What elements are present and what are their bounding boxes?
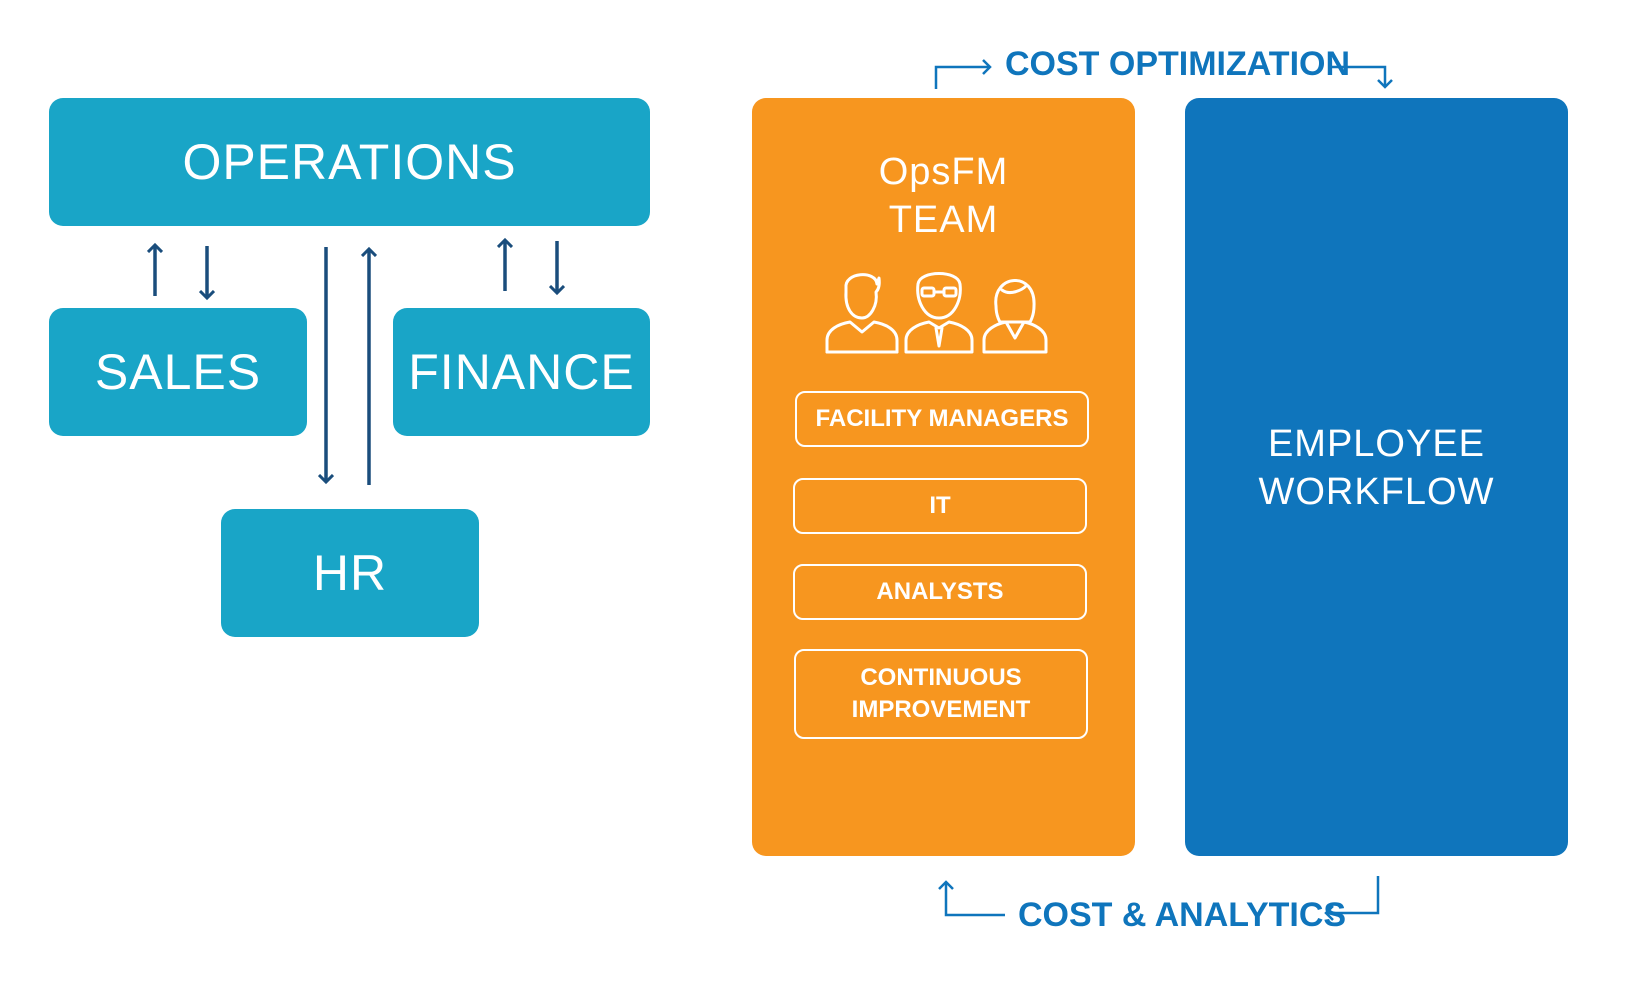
facility-managers-label: FACILITY MANAGERS [815,405,1069,432]
it-pill: IT [793,478,1087,534]
operations-label: OPERATIONS [182,134,517,190]
improvement-label: IMPROVEMENT [851,696,1031,723]
analysts-label: ANALYSTS [876,578,1004,605]
continuous-improvement-pill: CONTINUOUS IMPROVEMENT [794,649,1088,739]
workflow-title: EMPLOYEE WORKFLOW [1185,420,1568,516]
analysts-pill: ANALYSTS [793,564,1087,620]
employee-workflow-panel: EMPLOYEE WORKFLOW [1185,98,1568,856]
team-people-icons [825,272,1048,354]
cost-optimization-right-arrow [1332,65,1393,89]
team-title: OpsFM TEAM [752,148,1135,244]
finance-box: FINANCE [393,308,650,436]
continuous-label: CONTINUOUS [860,664,1022,691]
man-icon [825,273,899,354]
cost-optimization-left-arrow [934,59,992,89]
hr-label: HR [312,545,388,601]
cost-analytics-label: COST & ANALYTICS [1018,896,1347,934]
team-title-line2: TEAM [888,199,999,241]
cost-optimization-label: COST OPTIMIZATION [1005,45,1351,83]
it-label: IT [929,492,951,519]
cost-analytics-right-arrow [1324,876,1380,921]
sales-label: SALES [94,344,262,400]
hr-box: HR [221,509,479,637]
facility-managers-pill: FACILITY MANAGERS [795,391,1089,447]
opsfm-team-panel: OpsFM TEAM FACILITY [752,98,1135,856]
woman-icon [982,279,1048,354]
workflow-line2: WORKFLOW [1258,471,1495,513]
workflow-line1: EMPLOYEE [1267,423,1486,465]
team-title-line1: OpsFM [878,151,1009,193]
sales-box: SALES [49,308,307,436]
man-with-glasses-icon [904,272,974,354]
operations-box: OPERATIONS [49,98,650,226]
cost-analytics-left-arrow [938,880,1005,917]
finance-label: FINANCE [408,344,635,400]
